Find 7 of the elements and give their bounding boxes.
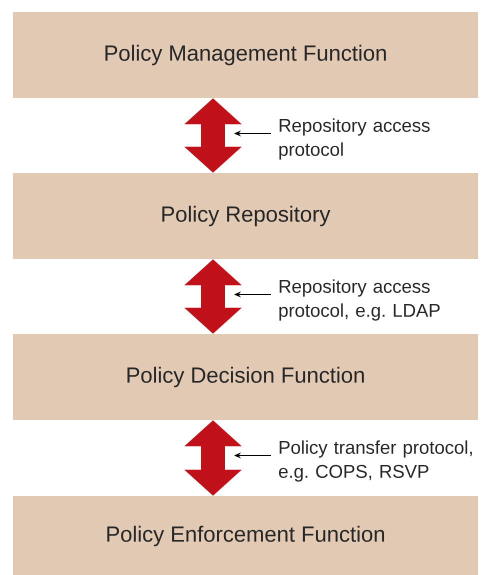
function-box: Policy Enforcement Function — [13, 496, 478, 575]
protocol-label: Repository access protocol, e.g. LDAP — [279, 279, 440, 321]
function-box: Policy Decision Function — [13, 334, 478, 420]
function-box: Policy Repository — [13, 173, 478, 259]
protocol-label: Repository access protocol — [279, 118, 430, 160]
function-box: Policy Management Function — [13, 12, 478, 98]
protocol-label: Policy transfer protocol, e.g. COPS, RSVP — [278, 440, 472, 482]
